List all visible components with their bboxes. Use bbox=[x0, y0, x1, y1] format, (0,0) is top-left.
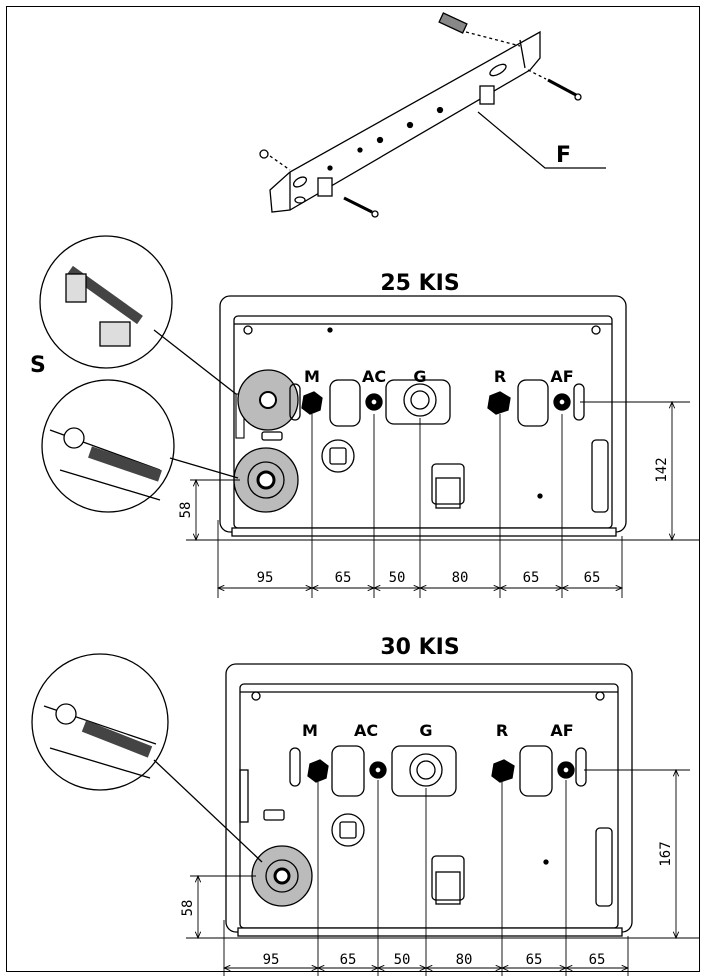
dim-25-6: 65 bbox=[584, 570, 601, 586]
dim-25-4: 80 bbox=[452, 570, 469, 586]
dim-30-left: 58 bbox=[180, 900, 196, 917]
conn-m-30: M bbox=[302, 721, 318, 740]
dim-30-2: 65 bbox=[340, 952, 357, 968]
conn-r-25: R bbox=[494, 367, 506, 386]
bracket-leader-line bbox=[477, 111, 606, 169]
dim-25-2: 65 bbox=[335, 570, 352, 586]
title-30-kis: 30 KIS bbox=[380, 635, 459, 660]
conn-g-25: G bbox=[413, 367, 426, 386]
detail-circle-s-top bbox=[39, 235, 237, 395]
dim-30-6: 65 bbox=[589, 952, 606, 968]
conn-af-25: AF bbox=[550, 367, 573, 386]
screw-right bbox=[527, 69, 582, 101]
title-25-kis: 25 KIS bbox=[380, 271, 459, 296]
dim-arrows-30 bbox=[198, 770, 676, 968]
page-frame bbox=[6, 6, 700, 972]
dim-25-1: 95 bbox=[257, 570, 274, 586]
dim-arrows-25 bbox=[196, 402, 672, 588]
mounting-bracket bbox=[259, 12, 582, 218]
conn-af-30: AF bbox=[550, 721, 573, 740]
conn-r-30: R bbox=[496, 721, 508, 740]
boiler-25-kis bbox=[219, 295, 627, 537]
extension-lines-30 bbox=[186, 769, 700, 976]
side-label-s: S bbox=[30, 353, 46, 378]
detail-circle-hose-top bbox=[41, 379, 239, 513]
conn-m-25: M bbox=[304, 367, 320, 386]
dim-25-left: 58 bbox=[178, 502, 194, 519]
conn-ac-25: AC bbox=[362, 367, 386, 386]
bracket-label: F bbox=[556, 143, 571, 168]
dim-30-4: 80 bbox=[456, 952, 473, 968]
conn-ac-30: AC bbox=[354, 721, 378, 740]
dim-30-3: 50 bbox=[394, 952, 411, 968]
dim-30-right: 167 bbox=[658, 841, 674, 866]
boiler-30-kis bbox=[225, 663, 633, 937]
dim-30-1: 95 bbox=[263, 952, 280, 968]
dim-25-right: 142 bbox=[654, 457, 670, 482]
detail-circle-hose-bottom bbox=[31, 653, 263, 863]
washer-left bbox=[259, 149, 291, 171]
dim-30-5: 65 bbox=[526, 952, 543, 968]
dim-25-5: 65 bbox=[523, 570, 540, 586]
screw-bottom bbox=[343, 196, 379, 218]
dim-25-3: 50 bbox=[389, 570, 406, 586]
screw-top bbox=[438, 12, 521, 47]
conn-g-30: G bbox=[419, 721, 432, 740]
